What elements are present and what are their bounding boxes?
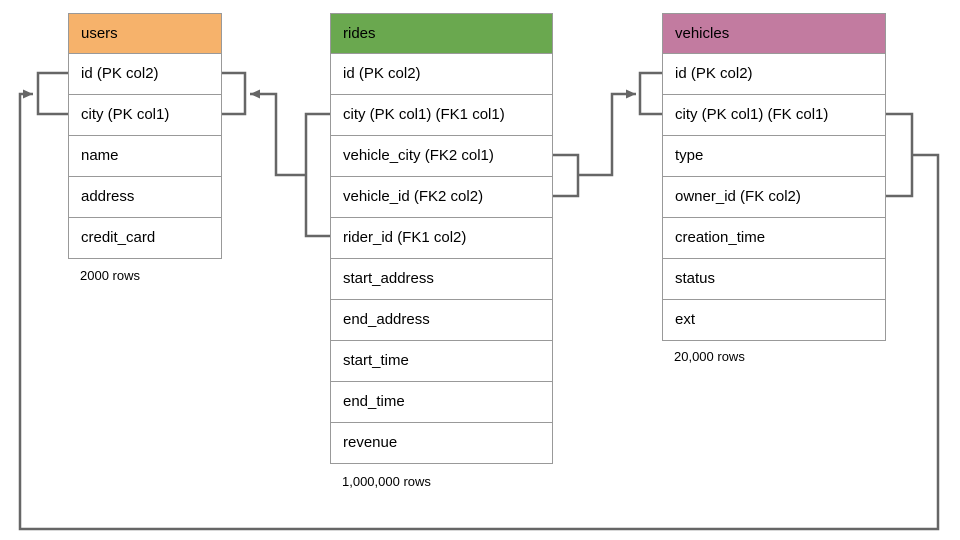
vehicles-table: vehicles id (PK col2)city (PK col1) (FK … bbox=[662, 13, 886, 341]
table-row: vehicle_id (FK2 col2) bbox=[331, 176, 552, 217]
table-row: city (PK col1) (FK1 col1) bbox=[331, 94, 552, 135]
table-row: city (PK col1) (FK col1) bbox=[663, 94, 885, 135]
table-title: users bbox=[81, 25, 118, 42]
relationship-bracket bbox=[36, 71, 68, 116]
relationship-arrow bbox=[18, 89, 940, 531]
relationship-arrow bbox=[250, 89, 306, 177]
row-count-label: 1,000,000 rows bbox=[342, 474, 431, 489]
relationship-bracket bbox=[304, 112, 330, 238]
table-row: type bbox=[663, 135, 885, 176]
table-rows: id (PK col2)city (PK col1) (FK1 col1)veh… bbox=[331, 53, 552, 463]
table-row: start_address bbox=[331, 258, 552, 299]
table-row: end_time bbox=[331, 381, 552, 422]
table-header: rides bbox=[331, 14, 552, 53]
relationship-bracket bbox=[553, 153, 580, 198]
relationship-arrow bbox=[578, 89, 636, 177]
table-row: owner_id (FK col2) bbox=[663, 176, 885, 217]
table-header: users bbox=[69, 14, 221, 53]
table-rows: id (PK col2)city (PK col1) (FK col1)type… bbox=[663, 53, 885, 340]
relationship-bracket bbox=[638, 71, 662, 116]
table-row: rider_id (FK1 col2) bbox=[331, 217, 552, 258]
table-row: start_time bbox=[331, 340, 552, 381]
table-row: id (PK col2) bbox=[331, 53, 552, 94]
table-row: status bbox=[663, 258, 885, 299]
table-row: ext bbox=[663, 299, 885, 340]
table-title: vehicles bbox=[675, 25, 730, 42]
table-row: id (PK col2) bbox=[69, 53, 221, 94]
table-row: creation_time bbox=[663, 217, 885, 258]
table-row: vehicle_city (FK2 col1) bbox=[331, 135, 552, 176]
table-row: revenue bbox=[331, 422, 552, 463]
rides-table: rides id (PK col2)city (PK col1) (FK1 co… bbox=[330, 13, 553, 464]
table-row: id (PK col2) bbox=[663, 53, 885, 94]
table-header: vehicles bbox=[663, 14, 885, 53]
row-count-label: 2000 rows bbox=[80, 268, 140, 283]
row-count-label: 20,000 rows bbox=[674, 349, 745, 364]
table-row: city (PK col1) bbox=[69, 94, 221, 135]
table-title: rides bbox=[343, 25, 376, 42]
relationship-bracket bbox=[222, 71, 247, 116]
table-row: credit_card bbox=[69, 217, 221, 258]
table-row: name bbox=[69, 135, 221, 176]
table-row: end_address bbox=[331, 299, 552, 340]
table-row: address bbox=[69, 176, 221, 217]
relationship-bracket bbox=[886, 112, 914, 198]
